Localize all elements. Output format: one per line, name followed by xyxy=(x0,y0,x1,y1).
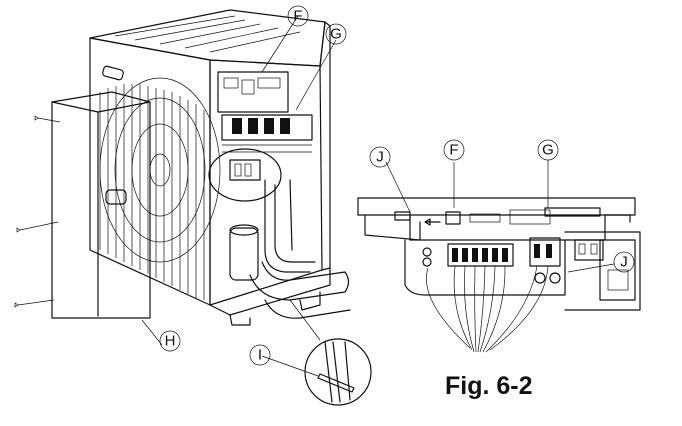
callout-letter: J xyxy=(376,149,384,166)
callout-letter: G xyxy=(542,142,554,159)
callout-letter: F xyxy=(449,142,458,159)
callout-G-detail: G xyxy=(537,139,559,161)
callout-J-right: J xyxy=(613,251,635,273)
front-service-panel xyxy=(51,91,151,319)
detail-circle xyxy=(208,148,282,202)
callout-F-main: F xyxy=(287,5,309,27)
unit-base xyxy=(209,267,331,316)
panel-handle xyxy=(105,189,127,205)
leader-lines xyxy=(141,15,615,377)
callout-letter: H xyxy=(165,333,176,350)
callout-J-left: J xyxy=(369,146,391,168)
callout-letter: F xyxy=(293,8,302,25)
terminal-box-detail xyxy=(357,197,641,353)
callout-I: I xyxy=(249,344,271,366)
refrigerant-pipes xyxy=(249,261,351,319)
top-handle xyxy=(102,65,124,81)
callout-letter: J xyxy=(620,254,628,271)
cable-bundle xyxy=(426,265,549,353)
outdoor-unit-drawing xyxy=(89,9,351,341)
callout-letter: I xyxy=(258,347,262,364)
callout-G-main: G xyxy=(325,23,347,45)
panel-screws xyxy=(14,115,61,308)
unit-front-opening xyxy=(209,59,323,306)
terminal-block xyxy=(447,237,636,301)
compressor xyxy=(229,224,259,281)
unit-top-face xyxy=(89,9,326,67)
callout-letter: G xyxy=(330,26,342,43)
fan-grille xyxy=(99,77,221,300)
figure-label: Fig. 6-2 xyxy=(445,372,533,400)
control-box-internals xyxy=(217,71,313,181)
callout-H: H xyxy=(159,330,181,352)
callout-F-detail: F xyxy=(443,139,465,161)
cable-tie-detail xyxy=(304,338,372,406)
